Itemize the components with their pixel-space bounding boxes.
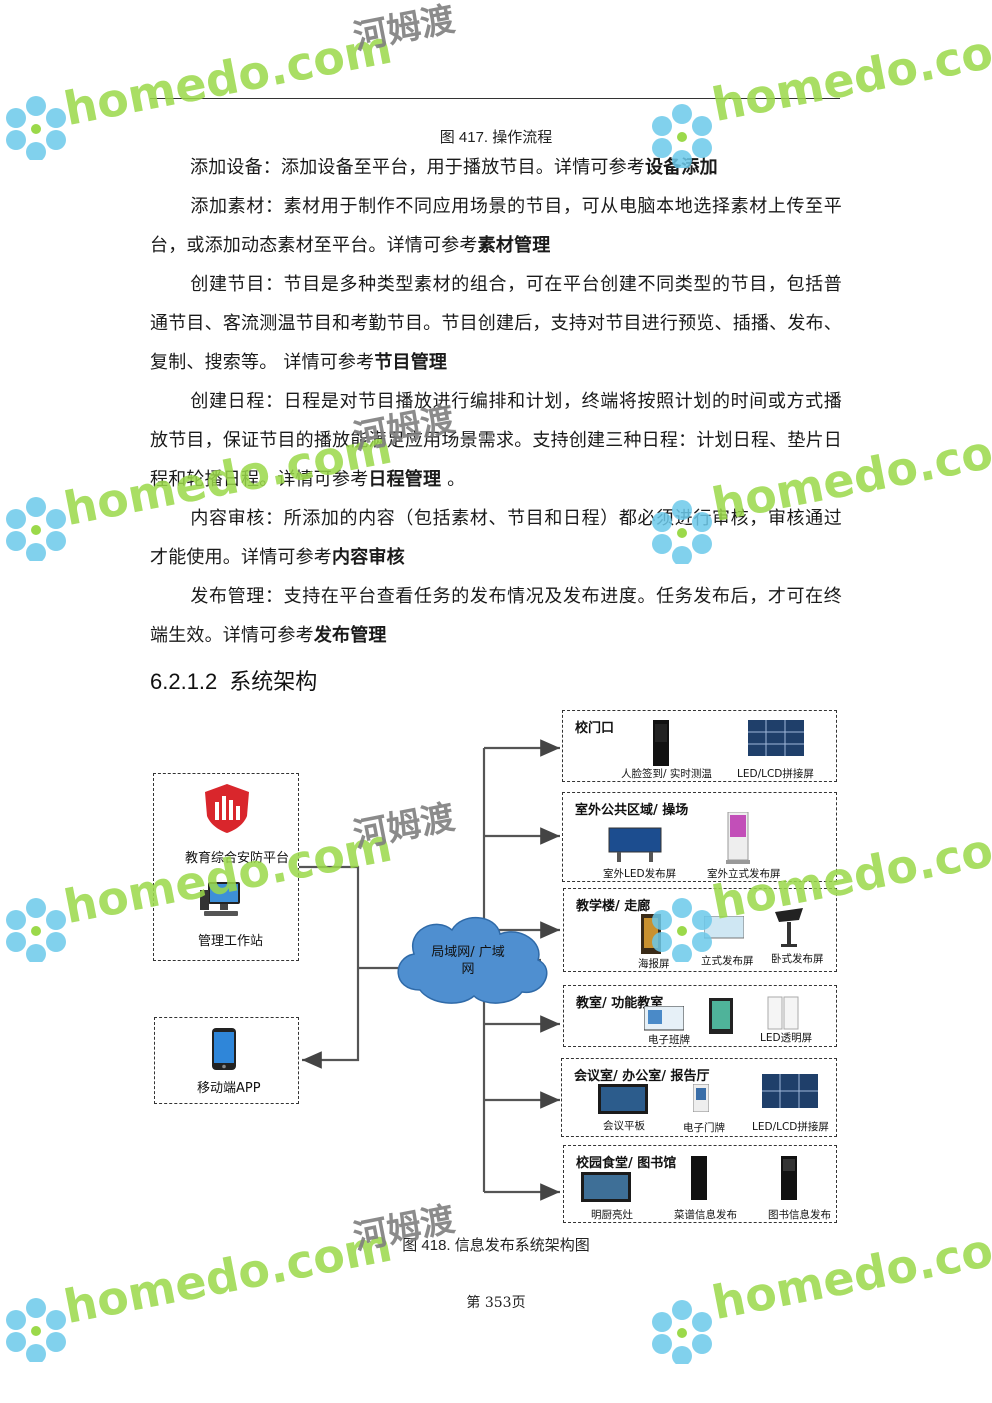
lying-display-icon — [775, 908, 803, 947]
cloud-label-line1: 局域网/ 广域 — [431, 945, 505, 960]
device-label: LED/LCD拼接屏 — [737, 768, 814, 780]
device-label: 人脸签到/ 实时测温 — [621, 768, 712, 780]
section-number: 6.2.1.2 — [150, 669, 218, 694]
mobile-label: 移动端APP — [197, 1081, 261, 1096]
meeting-video-wall-icon — [762, 1074, 818, 1108]
device-label: LED/LCD拼接屏 — [752, 1121, 829, 1133]
security-platform-logo-icon — [205, 784, 249, 833]
outdoor-standing-screen-icon — [726, 812, 750, 864]
door-sign-icon — [693, 1084, 709, 1112]
connector-left — [299, 865, 360, 1069]
paragraph-text: 创建日程：日程是对节目播放进行编排和计划，终端将按照计划的时间或方式播放节目，保… — [150, 391, 842, 490]
standing-display-icon — [704, 916, 744, 939]
zone-title: 教学楼/ 走廊 — [576, 899, 651, 914]
poster-screen-icon — [641, 914, 661, 954]
zone-title: 校园食堂/ 图书馆 — [576, 1156, 677, 1171]
meeting-tablet-icon — [598, 1084, 648, 1114]
device-label: 海报屏 — [638, 958, 670, 970]
paragraph-text: 创建节目：节目是多种类型素材的组合，可在平台创建不同类型的节目，包括普通节目、客… — [150, 274, 842, 373]
device-label: 明厨亮灶 — [591, 1209, 633, 1221]
device-label: 室外立式发布屏 — [707, 868, 781, 880]
reference-link[interactable]: 节目管理 — [374, 352, 448, 373]
class-sign-icon — [709, 998, 733, 1034]
reference-link[interactable]: 发布管理 — [313, 625, 387, 646]
reference-link[interactable]: 素材管理 — [477, 235, 551, 256]
transparent-led-icon — [767, 996, 799, 1030]
paragraph-text: 添加设备：添加设备至平台，用于播放节目。详情可参考 — [190, 157, 645, 178]
mobile-phone-icon — [212, 1028, 236, 1070]
device-label: 电子班牌 — [648, 1034, 690, 1046]
library-kiosk-icon — [781, 1156, 797, 1200]
paragraph-text: 发布管理：支持在平台查看任务的发布情况及发布进度。任务发布后，才可在终端生效。详… — [150, 586, 842, 646]
zone-title: 会议室/ 办公室/ 报告厅 — [574, 1069, 710, 1084]
zone-teaching-building: 教学楼/ 走廊 — [563, 888, 837, 972]
device-label: 图书信息发布 — [768, 1209, 831, 1221]
device-label: 室外LED发布屏 — [603, 868, 677, 880]
menu-kiosk-icon — [691, 1156, 707, 1200]
paragraph-create-schedule: 创建日程：日程是对节目播放进行编排和计划，终端将按照计划的时间或方式播放节目，保… — [150, 382, 842, 499]
reference-link[interactable]: 内容审核 — [332, 547, 405, 568]
section-title: 系统架构 — [229, 669, 318, 694]
device-label: 会议平板 — [603, 1120, 645, 1132]
video-wall-icon — [748, 720, 804, 756]
paragraph-create-program: 创建节目：节目是多种类型素材的组合，可在平台创建不同类型的节目，包括普通节目、客… — [150, 265, 842, 382]
paragraph-publish-management: 发布管理：支持在平台查看任务的发布情况及发布进度。任务发布后，才可在终端生效。详… — [150, 577, 842, 655]
device-label: 菜谱信息发布 — [674, 1209, 737, 1221]
device-label: LED透明屏 — [760, 1032, 813, 1044]
device-label: 立式发布屏 — [701, 955, 754, 967]
workstation-label: 管理工作站 — [198, 934, 264, 949]
header-rule — [150, 98, 840, 99]
network-cloud-icon — [397, 916, 548, 1004]
cloud-label-line2: 网 — [461, 962, 475, 977]
device-label: 电子门牌 — [683, 1122, 725, 1134]
zone-title: 教室/ 功能教室 — [576, 996, 664, 1011]
paragraph-text: 添加素材：素材用于制作不同应用场景的节目，可从电脑本地选择素材上传至平台，或添加… — [150, 196, 842, 256]
kitchen-screen-icon — [581, 1172, 631, 1202]
cloud-label: 局域网/ 广域 网 — [413, 944, 523, 978]
reference-link[interactable]: 日程管理 — [368, 469, 442, 490]
section-heading: 6.2.1.2 系统架构 — [150, 664, 317, 696]
kiosk-device-icon — [653, 720, 669, 766]
page-number: 第 353页 — [466, 1295, 526, 1311]
figure-417-caption: 图 417. 操作流程 — [439, 129, 553, 146]
zone-title: 校门口 — [575, 721, 615, 736]
device-label: 卧式发布屏 — [771, 953, 824, 965]
paragraph-add-material: 添加素材：素材用于制作不同应用场景的节目，可从电脑本地选择素材上传至平台，或添加… — [150, 187, 842, 265]
outdoor-led-screen-icon — [608, 827, 662, 862]
workstation-computer-icon — [200, 882, 240, 916]
figure-418-caption: 图 418. 信息发布系统架构图 — [402, 1237, 590, 1254]
zone-outdoor-area: 室外公共区域/ 操场 — [562, 792, 837, 882]
zone-title: 室外公共区域/ 操场 — [575, 803, 689, 818]
paragraph-tail: 。 — [441, 469, 466, 490]
classroom-board-icon — [644, 1006, 684, 1031]
platform-label: 教育综合安防平台 — [185, 851, 290, 866]
zone-classroom: 教室/ 功能教室 — [563, 985, 837, 1047]
